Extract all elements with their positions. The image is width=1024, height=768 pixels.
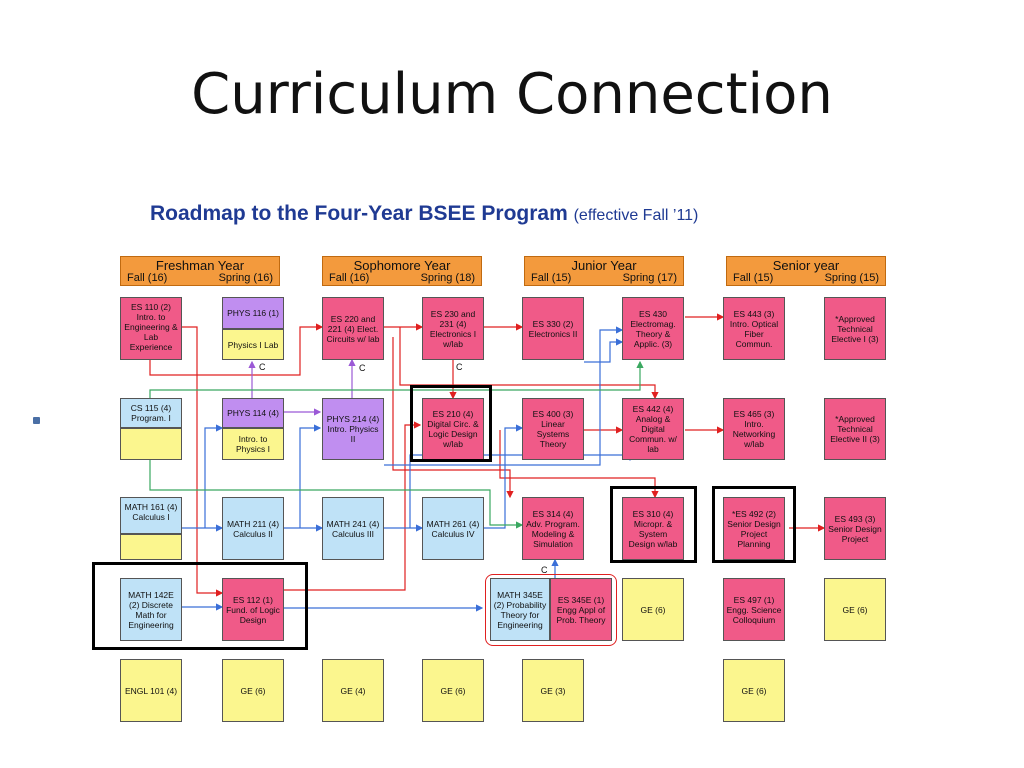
course-math261[interactable]: MATH 261 (4) Calculus IV	[422, 497, 484, 560]
corequisite-label: C	[259, 362, 266, 372]
course-es443[interactable]: ES 443 (3) Intro. Optical Fiber Commun.	[723, 297, 785, 360]
year-header-senior: Senior year Fall (15) Spring (15)	[726, 256, 886, 286]
course-es345e[interactable]: ES 345E (1) Engg Appl of Prob. Theory	[550, 578, 612, 641]
course-es230[interactable]: ES 230 and 231 (4) Electronics I w/lab	[422, 297, 484, 360]
course-ge6-freshman[interactable]: GE (6)	[222, 659, 284, 722]
course-ge3-junior[interactable]: GE (3)	[522, 659, 584, 722]
link-math161-phys114	[204, 424, 224, 528]
link-es220-es442	[399, 327, 659, 400]
course-phys116-lab[interactable]: Physics I Lab	[222, 329, 284, 360]
link-phys214-es430	[384, 326, 624, 466]
course-es110[interactable]: ES 110 (2) Intro. to Engineering & Lab E…	[120, 297, 182, 360]
fall-credits: Fall (15)	[531, 272, 572, 284]
link-math211-phys214	[299, 424, 322, 528]
year-name: Sophomore Year	[353, 258, 451, 273]
course-phys114-sub[interactable]: Intro. to Physics I	[222, 428, 284, 460]
course-es112[interactable]: ES 112 (1) Fund. of Logic Design	[222, 578, 284, 641]
spring-credits: Spring (16)	[218, 272, 273, 284]
course-tech-elective-1[interactable]: *Approved Technical Elective I (3)	[824, 297, 886, 360]
course-math241[interactable]: MATH 241 (4) Calculus III	[322, 497, 384, 560]
course-cs115-blank	[120, 428, 182, 460]
roadmap-title-text: Roadmap to the Four-Year BSEE Program	[150, 202, 568, 225]
course-ge4-sophomore[interactable]: GE (4)	[322, 659, 384, 722]
link-es110-es220	[149, 323, 324, 376]
fall-credits: Fall (16)	[329, 272, 370, 284]
link-es330-es430	[584, 338, 624, 363]
link-math261-es400	[484, 424, 524, 529]
course-ge6-senior-fall[interactable]: GE (6)	[723, 659, 785, 722]
course-engl101[interactable]: ENGL 101 (4)	[120, 659, 182, 722]
course-cs115[interactable]: CS 115 (4) Program. I	[120, 398, 182, 428]
highlight-math345e-es345e	[485, 574, 617, 646]
course-es330[interactable]: ES 330 (2) Electronics II	[522, 297, 584, 360]
course-phys114[interactable]: PHYS 114 (4)	[222, 398, 284, 428]
year-name: Senior year	[772, 258, 840, 273]
course-es493[interactable]: ES 493 (3) Senior Design Project	[824, 497, 886, 560]
course-es314[interactable]: ES 314 (4) Adv. Program. Modeling & Simu…	[522, 497, 584, 560]
highlight-es210	[410, 385, 492, 462]
year-header-sophomore: Sophomore Year Fall (16) Spring (18)	[322, 256, 482, 286]
link-cs115-es314	[149, 460, 524, 529]
course-phys214[interactable]: PHYS 214 (4) Intro. Physics II	[322, 398, 384, 460]
link-cs115-es430	[149, 360, 644, 398]
spring-credits: Spring (15)	[824, 272, 879, 284]
course-math142e[interactable]: MATH 142E (2) Discrete Math for Engineer…	[120, 578, 182, 641]
corequisite-label: C	[541, 565, 548, 575]
highlight-math142e-es112	[92, 562, 308, 650]
course-tech-elective-2[interactable]: *Approved Technical Elective II (3)	[824, 398, 886, 460]
bullet-marker	[33, 417, 40, 424]
link-es220-es314	[392, 337, 514, 499]
course-math345e[interactable]: MATH 345E (2) Probability Theory for Eng…	[490, 578, 550, 641]
course-ge6-senior[interactable]: GE (6)	[824, 578, 886, 641]
course-es430[interactable]: ES 430 Electromag. Theory & Applic. (3)	[622, 297, 684, 360]
corequisite-label: C	[359, 363, 366, 373]
course-es310[interactable]: ES 310 (4) Micropr. & System Design w/la…	[622, 497, 684, 560]
fall-credits: Fall (16)	[127, 272, 168, 284]
course-math211[interactable]: MATH 211 (4) Calculus II	[222, 497, 284, 560]
highlight-es492	[712, 486, 796, 563]
year-header-junior: Junior Year Fall (15) Spring (17)	[524, 256, 684, 286]
fall-credits: Fall (15)	[733, 272, 774, 284]
year-name: Freshman Year	[155, 258, 245, 273]
spring-credits: Spring (17)	[622, 272, 677, 284]
roadmap-title: Roadmap to the Four-Year BSEE Program (e…	[150, 202, 698, 226]
course-es497[interactable]: ES 497 (1) Engg. Science Colloquium	[723, 578, 785, 641]
course-es465[interactable]: ES 465 (3) Intro. Networking w/lab	[723, 398, 785, 460]
course-es220[interactable]: ES 220 and 221 (4) Elect. Circuits w/ la…	[322, 297, 384, 360]
course-math161-blank	[120, 534, 182, 560]
course-es492[interactable]: *ES 492 (2) Senior Design Project Planni…	[723, 497, 785, 560]
course-math161[interactable]: MATH 161 (4) Calculus I	[120, 497, 182, 534]
highlight-es310	[610, 486, 697, 563]
year-header-freshman: Freshman Year Fall (16) Spring (16)	[120, 256, 280, 286]
course-es400[interactable]: ES 400 (3) Linear Systems Theory	[522, 398, 584, 460]
course-phys116[interactable]: PHYS 116 (1)	[222, 297, 284, 329]
link-es110-es112	[182, 326, 224, 597]
course-es210[interactable]: ES 210 (4) Digital Circ. & Logic Design …	[422, 398, 484, 460]
course-ge6-junior[interactable]: GE (6)	[622, 578, 684, 641]
roadmap-effective: (effective Fall ’11)	[573, 207, 699, 224]
slide-title: Curriculum Connection	[191, 62, 833, 127]
course-es442[interactable]: ES 442 (4) Analog & Digital Commun. w/ l…	[622, 398, 684, 460]
spring-credits: Spring (18)	[420, 272, 475, 284]
year-name: Junior Year	[571, 258, 637, 273]
course-ge6-sophomore[interactable]: GE (6)	[422, 659, 484, 722]
corequisite-label: C	[456, 362, 463, 372]
